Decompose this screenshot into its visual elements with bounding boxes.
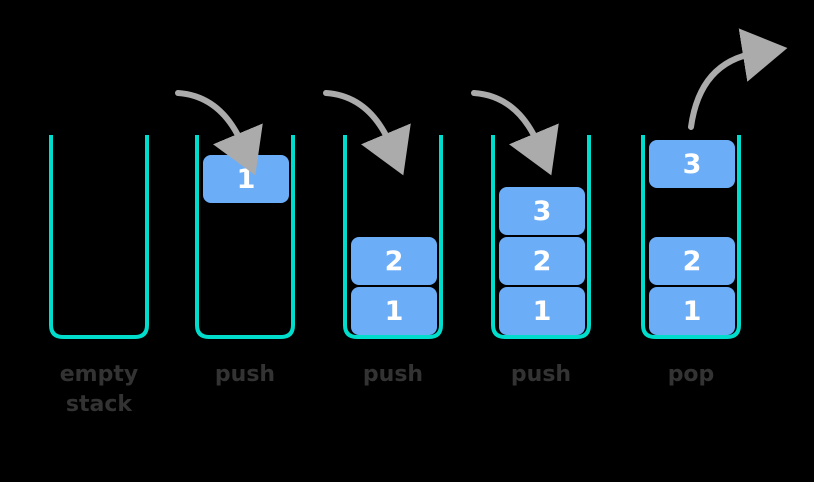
block-value: 3 <box>682 148 702 180</box>
stack-blocks: 2 1 <box>342 135 444 340</box>
stack-blocks: 3 2 1 <box>640 135 742 340</box>
stack-empty: empty stack <box>48 0 208 482</box>
stack-push-1: 1 push <box>194 0 354 482</box>
stack-caption: push <box>342 360 444 390</box>
stack-blocks <box>48 135 150 340</box>
caption-line: push <box>214 362 276 387</box>
stack-pop: 3 2 1 pop <box>640 0 800 482</box>
stack-blocks: 1 <box>194 135 296 340</box>
block-value: 1 <box>682 295 702 327</box>
stack-block: 1 <box>499 287 585 335</box>
stack-container-outline <box>342 135 444 340</box>
stack-caption: push <box>194 360 296 390</box>
block-value: 1 <box>384 295 404 327</box>
stack-container-outline <box>640 135 742 340</box>
block-value: 3 <box>532 195 552 227</box>
stack-block: 1 <box>351 287 437 335</box>
stack-block: 2 <box>649 237 735 285</box>
caption-line: pop <box>667 362 715 387</box>
block-value: 2 <box>532 245 552 277</box>
stack-block-popped: 3 <box>649 140 735 188</box>
stack-block: 1 <box>649 287 735 335</box>
block-value: 2 <box>682 245 702 277</box>
stack-caption: push <box>490 360 592 390</box>
block-value: 1 <box>236 163 256 195</box>
caption-line: push <box>362 362 424 387</box>
caption-line: push <box>510 362 572 387</box>
stack-push-2: 2 1 push <box>342 0 502 482</box>
stack-container-outline <box>48 135 150 340</box>
stack-caption: empty stack <box>48 360 150 419</box>
stack-caption: pop <box>640 360 742 390</box>
stack-block: 1 <box>203 155 289 203</box>
stack-block: 2 <box>351 237 437 285</box>
stack-push-3: 3 2 1 push <box>490 0 650 482</box>
stack-blocks: 3 2 1 <box>490 135 592 340</box>
stack-block: 3 <box>499 187 585 235</box>
stack-container-outline <box>194 135 296 340</box>
block-value: 2 <box>384 245 404 277</box>
stack-container-outline <box>490 135 592 340</box>
stack-block: 2 <box>499 237 585 285</box>
block-value: 1 <box>532 295 552 327</box>
caption-line: empty <box>59 362 139 387</box>
caption-line: stack <box>65 391 133 417</box>
